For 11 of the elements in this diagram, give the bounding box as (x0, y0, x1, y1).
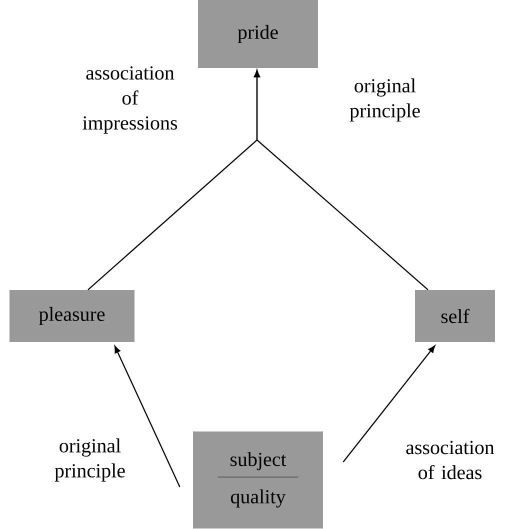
text-box: subject quality (193, 432, 323, 528)
text-box: pleasure (10, 290, 134, 342)
text-box: self (415, 290, 495, 342)
arrow (342, 345, 436, 462)
edge-label: association of ideas (406, 440, 494, 480)
text-box: pride (198, 0, 318, 68)
edge-label: original principle (350, 78, 420, 122)
edge-label: original principle (54, 438, 125, 482)
edge-label: association of impressions (82, 66, 178, 134)
arrow (114, 346, 180, 488)
arrow (254, 70, 428, 290)
